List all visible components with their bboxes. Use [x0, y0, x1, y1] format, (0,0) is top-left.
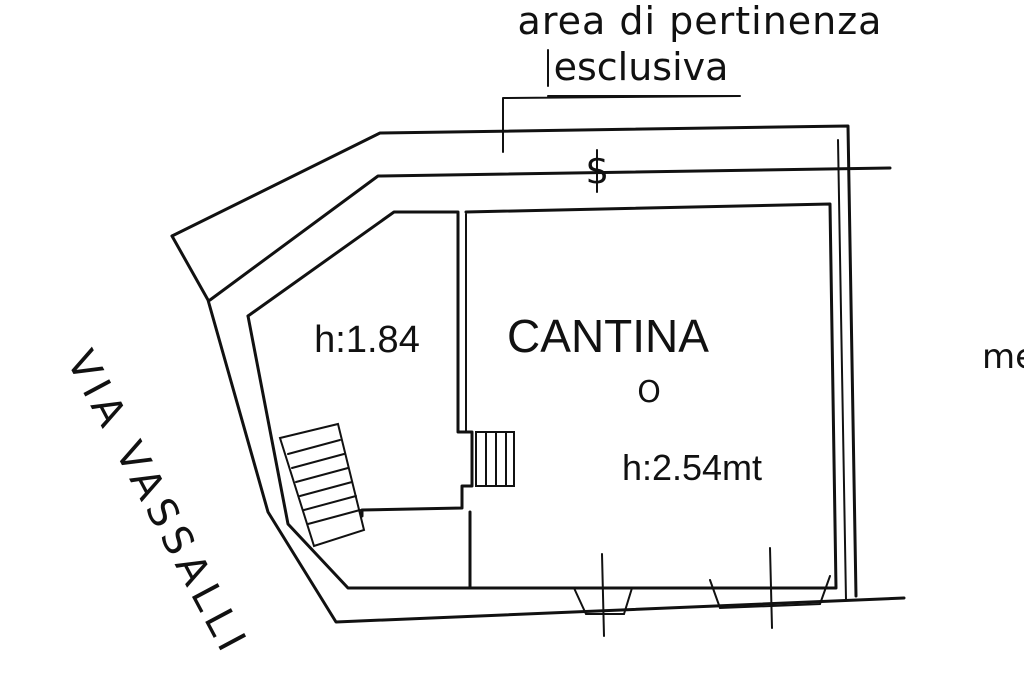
- area-leader-line: [502, 49, 741, 153]
- stair-left: [278, 422, 366, 548]
- left-room-west-wall: [246, 314, 472, 590]
- stair-small: [475, 431, 515, 487]
- window-openings: [573, 547, 831, 637]
- left-room-outline: [246, 210, 474, 518]
- height-left-label: h:1.84: [314, 319, 420, 361]
- cantina-room-outline: [464, 202, 838, 590]
- street-label: VIA VASSALLI: [57, 343, 257, 664]
- top-wall: [208, 166, 892, 302]
- area-label-line1: area di pertinenza: [518, 0, 883, 43]
- west-outer-wall: [170, 234, 906, 624]
- height-room-label: h:2.54mt: [622, 447, 762, 488]
- area-label-line2: esclusiva: [554, 45, 729, 89]
- right-boundary-inner: [837, 139, 847, 601]
- room-mark-label: O: [637, 375, 661, 410]
- exclusive-area-outline: [170, 124, 858, 598]
- room-name-label: CANTINA: [507, 310, 709, 362]
- cantina-west-wall: [457, 213, 467, 433]
- cut-off-label: me: [982, 337, 1024, 377]
- exclusive-area-annotation: area di pertinenza esclusiva: [502, 0, 883, 153]
